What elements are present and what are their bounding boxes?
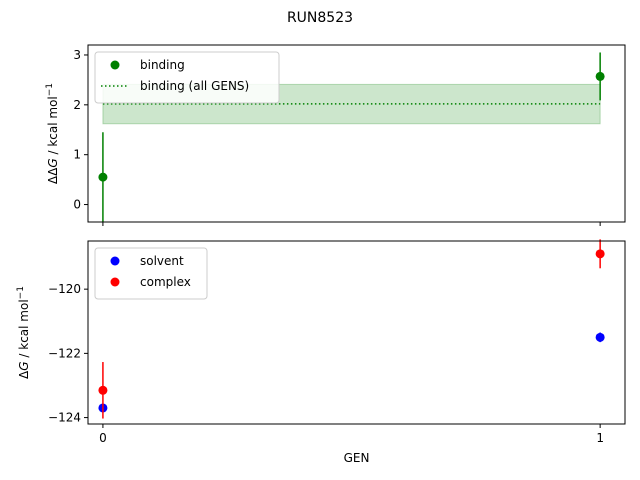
y-tick-label: −120 [48,282,81,296]
x-tick-label: 0 [99,431,107,445]
legend-label: solvent [140,254,184,268]
legend-label: complex [140,275,191,289]
y-tick-label: 0 [73,198,81,212]
point-complex-1 [595,249,605,259]
x-tick-label: 1 [596,431,604,445]
y-tick-label: 1 [73,148,81,162]
legend-label: binding (all GENS) [140,79,249,93]
point-binding-0 [98,172,108,182]
legend-label: binding [140,58,185,72]
axes-frame [87,240,626,425]
y-tick-label: −122 [48,346,81,360]
y-axis-label: ΔG / kcal mol−1 [16,286,31,379]
y-tick-label: 3 [73,48,81,62]
point-complex-0 [98,385,108,395]
y-tick-label: 2 [73,98,81,112]
y-tick-label: −124 [48,411,81,425]
legend-marker-complex [110,277,120,287]
point-solvent-1 [595,332,605,342]
chart-title: RUN8523 [287,10,353,26]
axes-frame [87,44,626,223]
panel-1: −124 −122 −120 0 1 ΔG / kcal mol−1 solvent comp… [16,239,626,445]
legend-box [94,51,280,104]
y-axis-label: ΔΔG / kcal mol−1 [45,83,60,184]
x-axis-label: GEN [344,451,370,465]
legend-marker-binding [110,60,120,70]
legend-marker-solvent [110,256,120,266]
point-binding-1 [595,71,605,81]
legend-box [94,247,208,300]
